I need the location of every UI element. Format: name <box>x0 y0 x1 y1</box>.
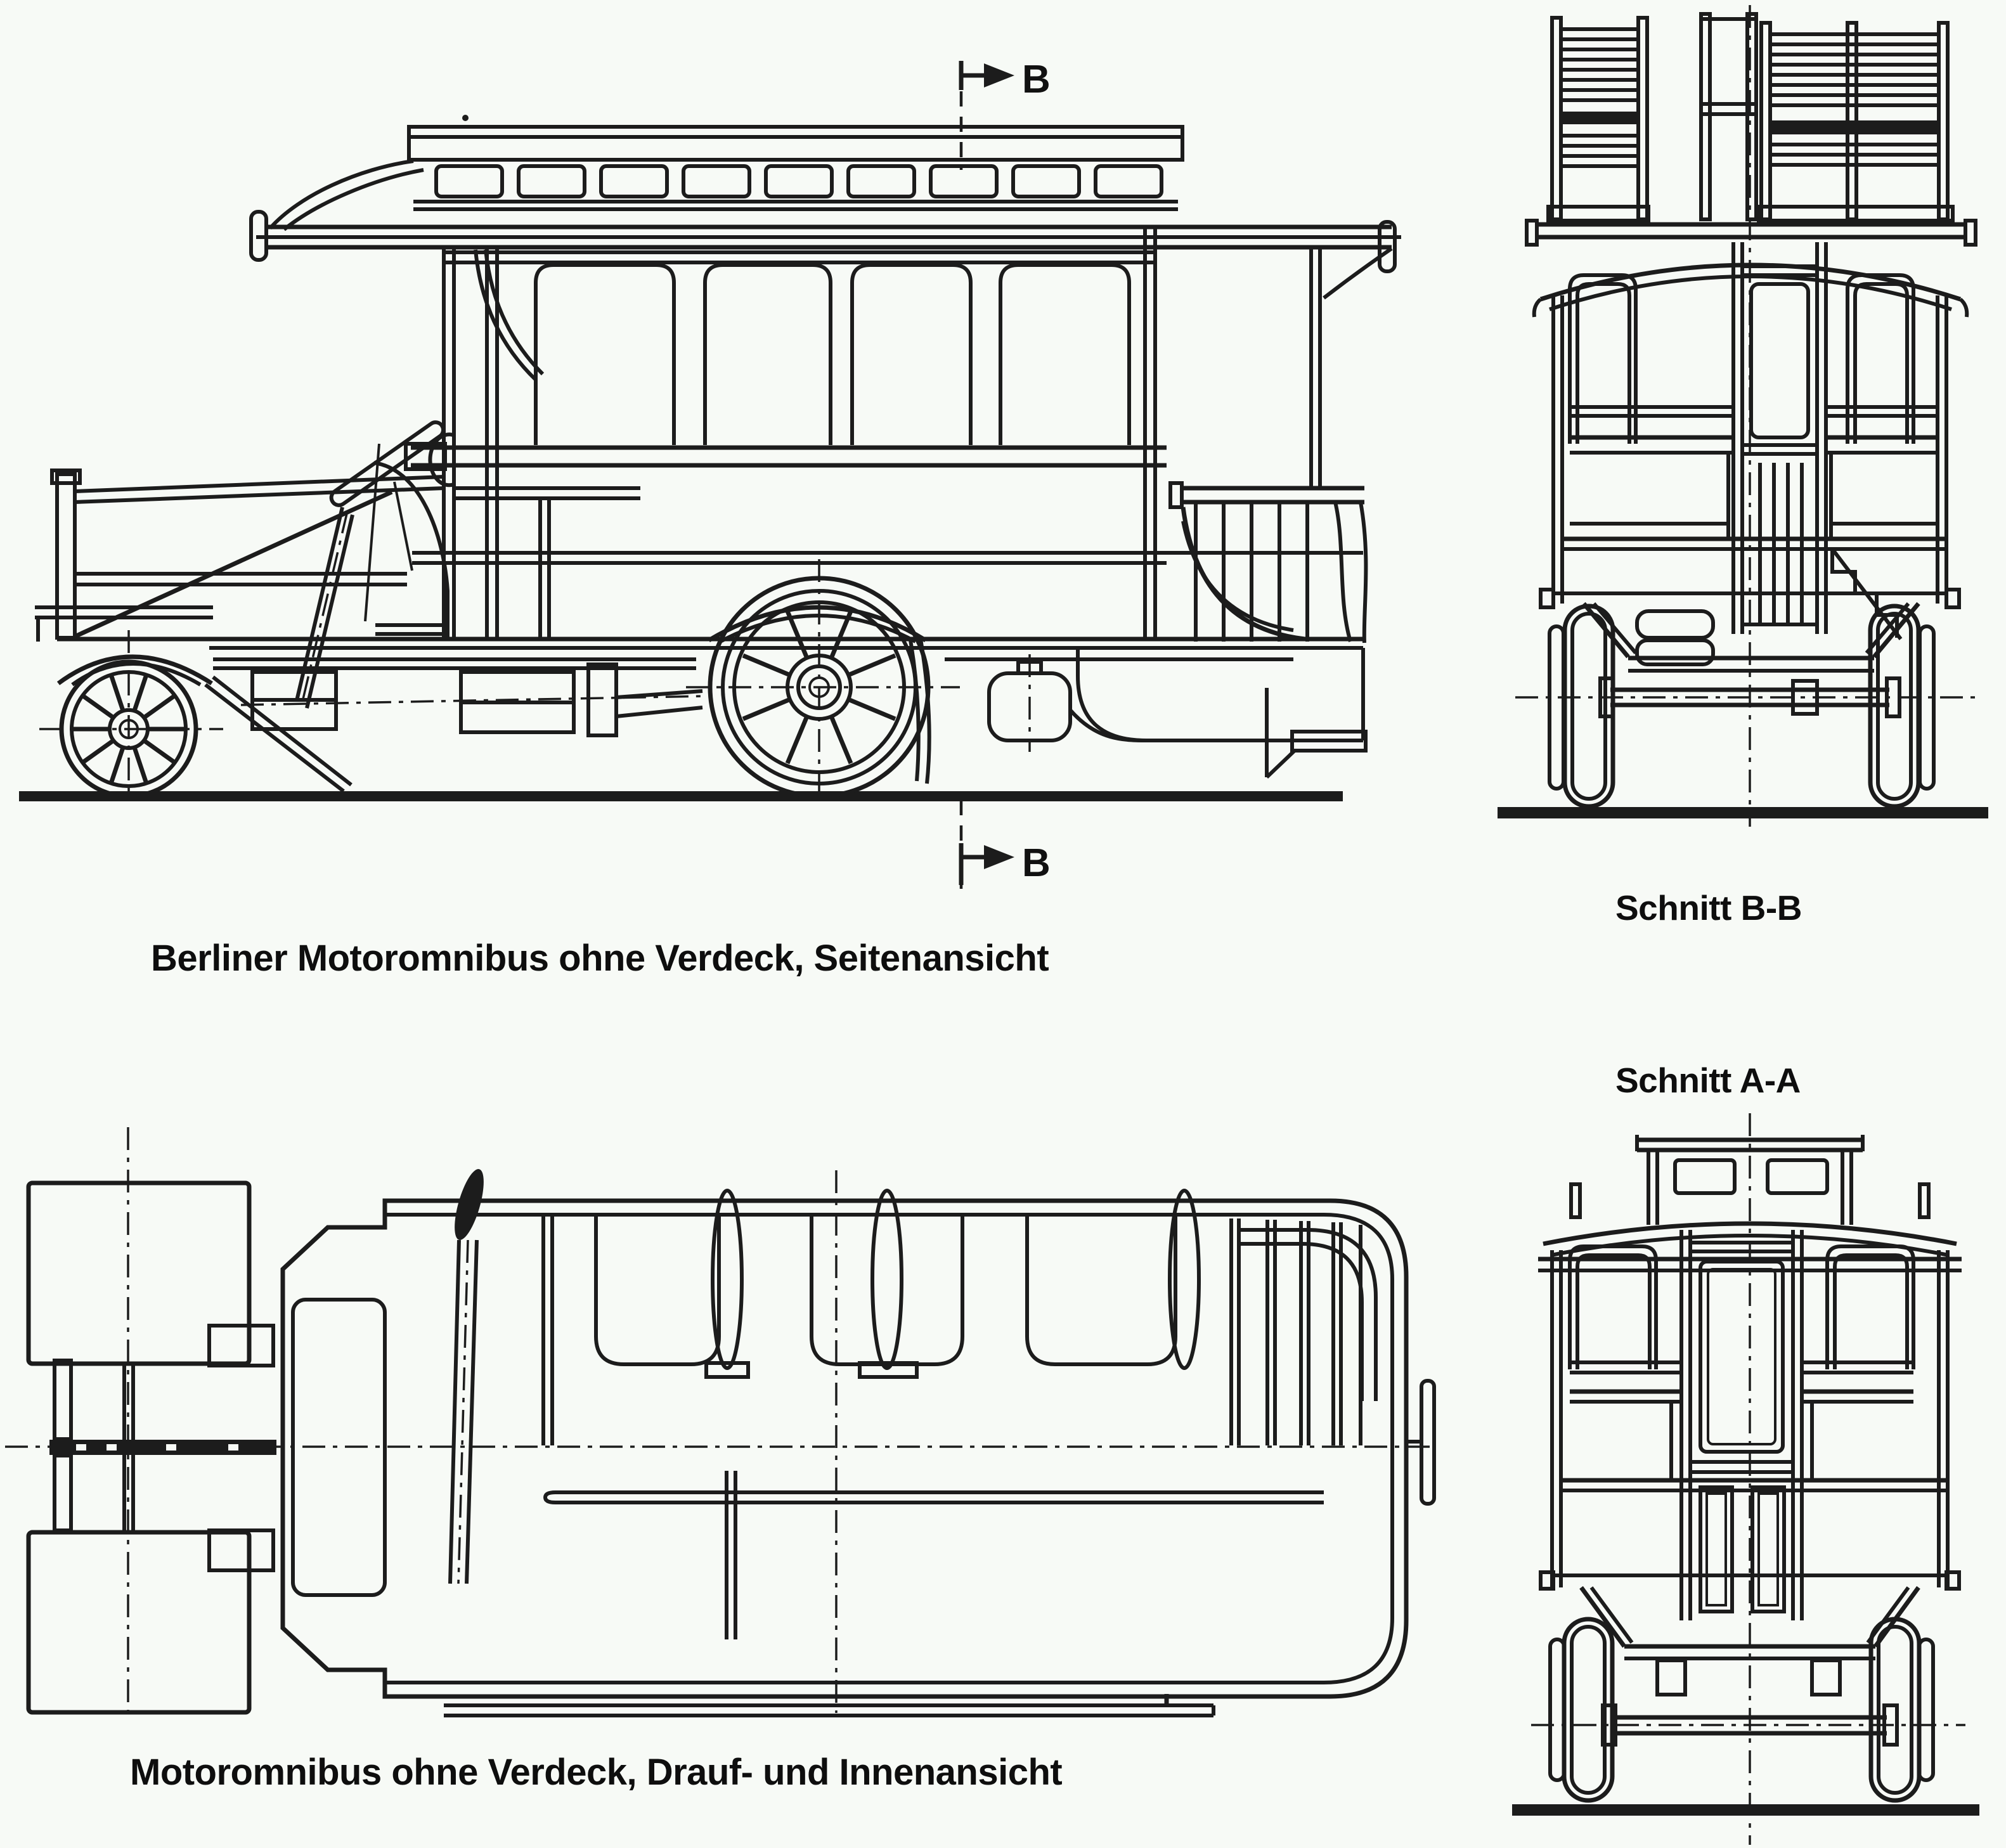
window-1 <box>534 263 676 445</box>
window-left <box>1568 273 1638 444</box>
upper-deck-bench-right <box>1757 21 1955 223</box>
section-aa-drawing <box>1512 1113 1979 1845</box>
spring-pack <box>1635 609 1715 640</box>
rear-platform <box>1076 249 1368 779</box>
rear-wheel <box>686 559 960 799</box>
upper-deck-bench-left <box>1546 16 1650 223</box>
section-aa-caption: Schnitt A-A <box>1615 1061 1801 1100</box>
window-right <box>1825 1244 1915 1369</box>
upper-deck-center-frame <box>1699 12 1758 221</box>
brake-lever <box>364 443 380 622</box>
driver-seat <box>373 461 450 639</box>
body-section <box>1539 1230 1961 1620</box>
steering-wheel-plan <box>455 1169 484 1240</box>
window-left <box>1568 1244 1658 1369</box>
chassis <box>213 657 1293 737</box>
roof <box>249 159 1401 382</box>
handrail-stub-left <box>1569 1182 1582 1219</box>
seat-1 <box>594 1215 721 1366</box>
hanger-right <box>1810 1658 1842 1696</box>
door-lower-pane-left <box>1699 1485 1734 1613</box>
side-view-caption: Berliner Motoromnibus ohne Verdeck, Seit… <box>151 938 1049 979</box>
seat-handle-3 <box>1168 1189 1201 1370</box>
engine-cowl <box>207 1298 387 1597</box>
front-axle <box>49 1359 276 1532</box>
body-outline <box>280 1198 1409 1699</box>
body-section <box>1539 242 1961 634</box>
section-marker-b-bottom: B <box>959 800 1051 889</box>
section-bb-caption: Schnitt B-B <box>1615 888 1802 927</box>
seat-2 <box>810 1215 964 1366</box>
handrail-stub-right <box>1918 1182 1931 1219</box>
window-3 <box>850 263 973 445</box>
rear-platform-plan <box>1229 1218 1436 1506</box>
door-lower-pane-right <box>1750 1485 1786 1613</box>
window-4 <box>999 263 1131 445</box>
underframe <box>1515 548 1979 718</box>
scan-speck <box>462 115 469 121</box>
clerestory <box>1635 1135 1865 1225</box>
svg-text:B: B <box>1022 841 1051 885</box>
svg-text:B: B <box>1022 58 1051 101</box>
driver-area <box>295 420 640 709</box>
cabin <box>57 227 1363 650</box>
seat-handle-1 <box>711 1189 744 1370</box>
front-wheel-left <box>26 1180 252 1366</box>
front-wheel-right <box>26 1530 252 1715</box>
rear-step <box>1290 730 1368 753</box>
section-marker-b-top: B <box>959 58 1051 170</box>
top-view-drawing <box>5 1127 1436 1717</box>
window-2 <box>703 263 832 445</box>
roof <box>1538 1182 1962 1272</box>
interior-seats <box>448 1169 1201 1584</box>
front-frame <box>35 468 444 642</box>
side-view-drawing: B B <box>19 58 1401 889</box>
interior-floor <box>444 1471 1324 1717</box>
underframe <box>1531 1586 1965 1747</box>
window-right <box>1846 273 1915 444</box>
seat-handle-2 <box>870 1189 903 1370</box>
door-window <box>1749 282 1810 439</box>
clerestory <box>407 125 1184 211</box>
boarding-handle <box>1420 1379 1436 1506</box>
wheels <box>1548 1617 1935 1803</box>
hanger-left <box>1655 1658 1687 1696</box>
seat-3 <box>1025 1215 1177 1366</box>
wheels <box>1548 604 1936 809</box>
section-bb-drawing <box>1498 5 1988 827</box>
front-wheel <box>39 630 223 799</box>
door-window <box>1699 1260 1785 1454</box>
top-view-caption: Motoromnibus ohne Verdeck, Drauf- und In… <box>130 1752 1063 1793</box>
